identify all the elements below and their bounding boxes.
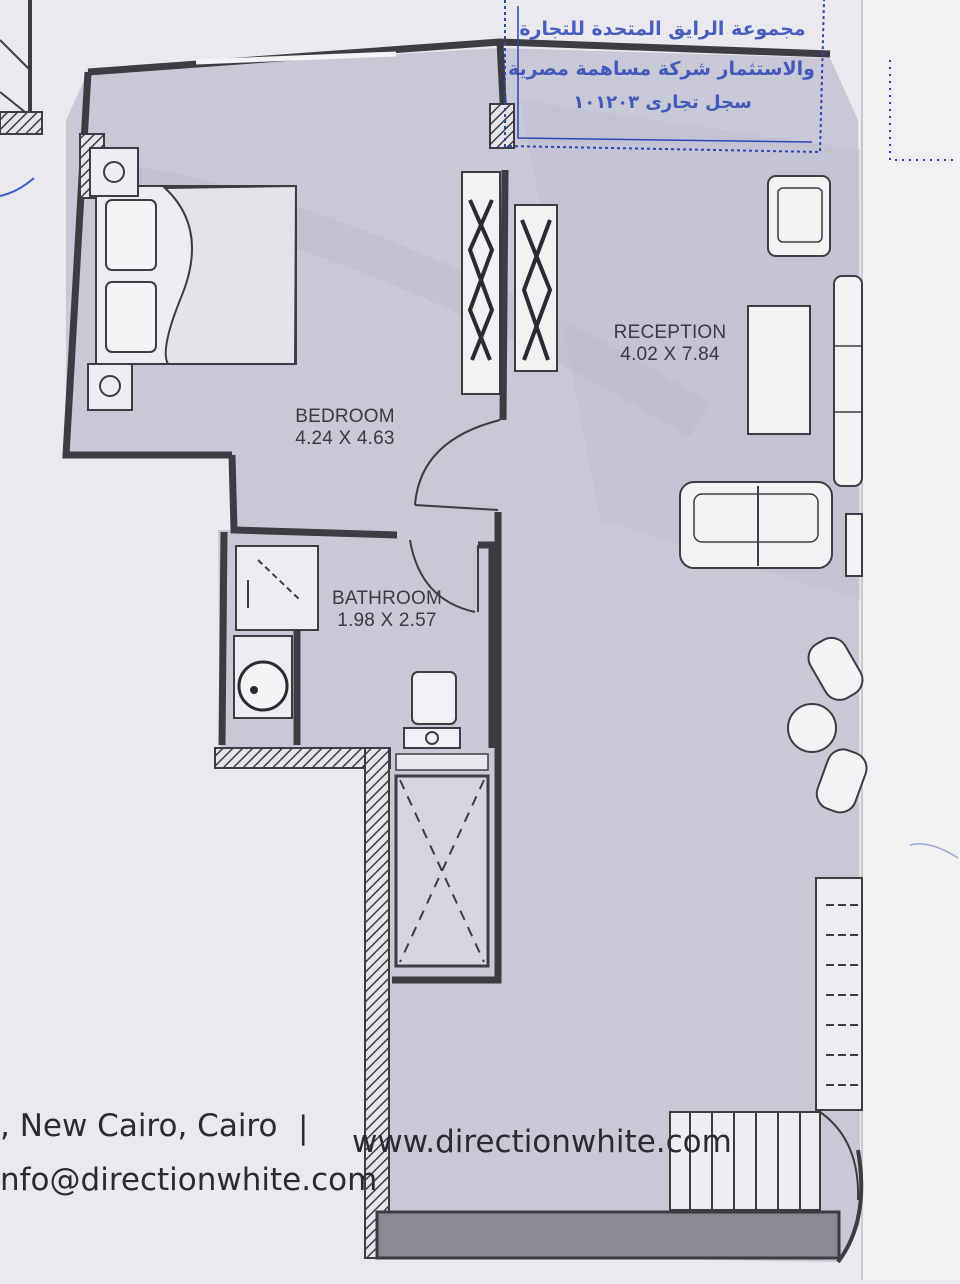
pen-mark bbox=[0, 177, 35, 197]
company-stamp bbox=[504, 0, 825, 154]
stamp-line-3: سجل تجارى ١٠١٢٠٣ bbox=[573, 92, 752, 113]
bathroom-name: BATHROOM bbox=[332, 588, 442, 609]
footer-address: , New Cairo, Cairo bbox=[0, 1108, 278, 1144]
coffee-table bbox=[747, 305, 811, 435]
reception-name: RECEPTION bbox=[613, 322, 727, 343]
footer-separator: | bbox=[298, 1110, 309, 1146]
toilet bbox=[403, 671, 461, 749]
nightstand bbox=[87, 147, 139, 411]
next-page-edge bbox=[862, 0, 960, 1280]
duct-shaft bbox=[394, 753, 490, 968]
adjacent-stair-fragment bbox=[0, 0, 43, 135]
sink bbox=[233, 635, 293, 719]
stamp-edge-mark bbox=[889, 60, 955, 161]
stamp-line-1: مجموعة الرايق المتحدة للتجارة bbox=[519, 18, 806, 40]
bedroom-name: BEDROOM bbox=[295, 406, 395, 427]
sofa-side bbox=[833, 275, 863, 487]
reception-size: 4.02 X 7.84 bbox=[620, 343, 720, 365]
bed bbox=[95, 184, 298, 365]
wardrobe bbox=[461, 171, 558, 395]
reception-label: RECEPTION 4.02 X 7.84 bbox=[590, 322, 750, 366]
armchair bbox=[767, 175, 831, 257]
staircase bbox=[669, 877, 863, 1211]
bedroom-label: BEDROOM 4.24 X 4.63 bbox=[270, 406, 420, 450]
sofa bbox=[679, 481, 833, 569]
bathroom-label: BATHROOM 1.98 X 2.57 bbox=[312, 588, 462, 632]
stamp-line-2: والاستثمار شركة مساهمة مصرية bbox=[507, 58, 815, 80]
footer-email: nfo@directionwhite.com bbox=[0, 1162, 378, 1198]
shower bbox=[235, 545, 319, 631]
dining-set bbox=[787, 636, 868, 814]
bathroom-size: 1.98 X 2.57 bbox=[337, 609, 437, 631]
door-swing bbox=[409, 419, 501, 613]
footer-website: www.directionwhite.com bbox=[352, 1124, 732, 1160]
bedroom-size: 4.24 X 4.63 bbox=[295, 427, 395, 449]
